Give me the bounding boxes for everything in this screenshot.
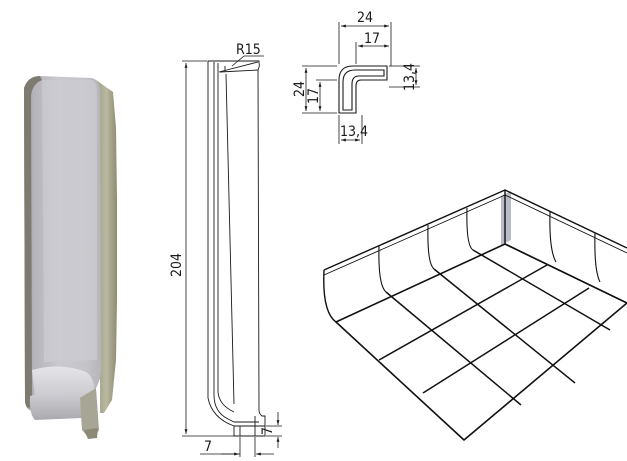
- photo-cove-bottom: [32, 366, 95, 400]
- base-width-dimension: [200, 437, 274, 457]
- back-wall: [504, 189, 627, 304]
- profile-overall-height-label: 24: [292, 81, 308, 97]
- tile-corner-piece-photo: [24, 76, 117, 439]
- side-inner-line-1: [213, 62, 235, 423]
- photo-left-edge: [24, 76, 42, 408]
- side-base-detail: [234, 416, 265, 436]
- profile-inner-width-label: 17: [364, 31, 380, 47]
- floor-grid-a: [378, 264, 590, 394]
- radius-label: R15: [236, 42, 261, 58]
- left-wall-joints: [378, 207, 474, 293]
- side-elevation-view: [207, 60, 266, 437]
- wall-top-rim: [323, 194, 627, 276]
- side-taper-line: [225, 73, 235, 405]
- side-top-bevel: [218, 61, 259, 73]
- base-height-label: 7: [260, 427, 276, 435]
- profile-dimensions: [302, 22, 420, 144]
- base-width-label: 7: [204, 439, 212, 455]
- profile-cross-section: [338, 65, 388, 114]
- profile-outer-shape: [338, 65, 388, 114]
- profile-inner-shape: [342, 69, 385, 111]
- profile-inner-height-label: 17: [306, 88, 322, 104]
- floor-outline: [335, 243, 627, 441]
- profile-leg-height-label: 13,4: [402, 63, 418, 91]
- profile-leg-width-label: 13,4: [340, 124, 368, 140]
- photo-foot-tip: [84, 428, 98, 439]
- height-dimension: [182, 60, 234, 437]
- photo-side-face: [96, 80, 117, 413]
- isometric-installation-view: [323, 189, 627, 441]
- photo-base-block: [29, 392, 82, 420]
- photo-foot: [80, 388, 99, 438]
- radius-dimension: [231, 55, 264, 67]
- photo-cove-strip: [42, 80, 97, 362]
- base-height-dimension: [266, 412, 282, 448]
- side-inner-line-2: [217, 63, 235, 413]
- installed-corner-highlight: [501, 191, 511, 245]
- height-label: 204: [169, 253, 185, 277]
- side-outline: [207, 60, 266, 437]
- profile-overall-width-label: 24: [357, 10, 373, 26]
- floor-grid-b: [385, 249, 611, 406]
- back-wall-joints: [549, 211, 601, 283]
